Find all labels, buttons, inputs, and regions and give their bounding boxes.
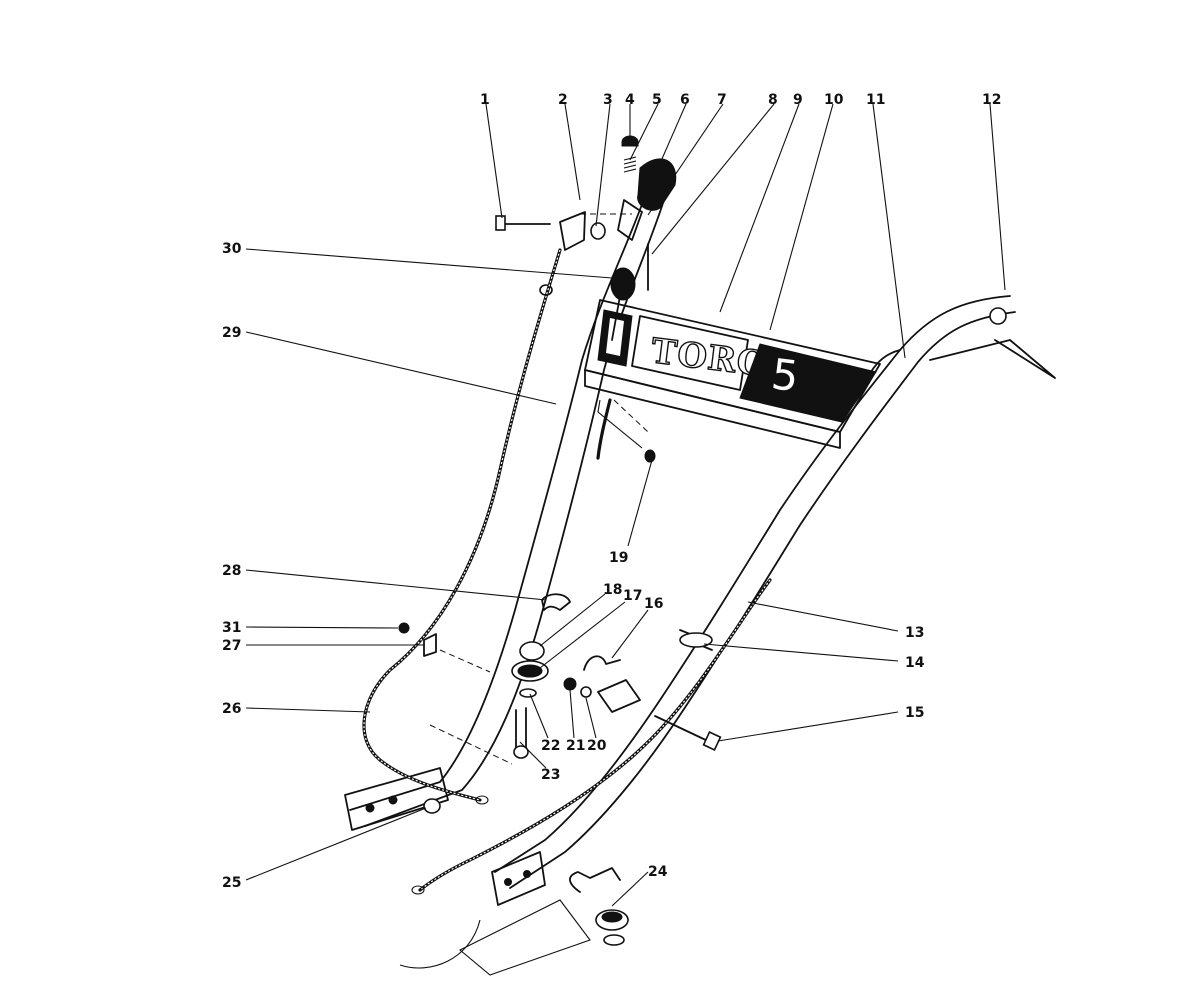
callout-29: 29 bbox=[222, 325, 241, 341]
callout-20: 20 bbox=[587, 738, 607, 754]
handle-frame bbox=[344, 187, 1056, 906]
callout-31: 31 bbox=[222, 620, 241, 636]
lower-parts bbox=[398, 213, 722, 976]
callout-11: 11 bbox=[866, 92, 885, 108]
control-cables bbox=[362, 248, 772, 895]
callout-4: 4 bbox=[625, 92, 635, 108]
leader-lines bbox=[245, 103, 1006, 907]
callout-27: 27 bbox=[222, 638, 241, 654]
callout-18: 18 bbox=[603, 582, 622, 598]
model-number-text: 5 bbox=[769, 349, 802, 401]
callout-7: 7 bbox=[717, 92, 727, 108]
callout-numbers: 1 2 3 4 5 6 7 8 9 10 11 12 13 14 15 16 1… bbox=[222, 92, 1001, 891]
callout-8: 8 bbox=[768, 92, 778, 108]
callout-24: 24 bbox=[648, 864, 668, 880]
callout-12: 12 bbox=[982, 92, 1001, 108]
callout-17: 17 bbox=[623, 588, 642, 604]
callout-16: 16 bbox=[644, 596, 663, 612]
callout-2: 2 bbox=[558, 92, 568, 108]
callout-15: 15 bbox=[905, 705, 924, 721]
callout-1: 1 bbox=[480, 92, 490, 108]
callout-19: 19 bbox=[609, 550, 628, 566]
callout-28: 28 bbox=[222, 563, 241, 579]
callout-30: 30 bbox=[222, 241, 242, 257]
upper-controls bbox=[495, 135, 677, 341]
callout-9: 9 bbox=[793, 92, 803, 108]
callout-3: 3 bbox=[603, 92, 613, 108]
control-panel: TORO 5 bbox=[584, 299, 881, 463]
callout-21: 21 bbox=[566, 738, 585, 754]
callout-13: 13 bbox=[905, 625, 924, 641]
callout-23: 23 bbox=[541, 767, 560, 783]
callout-22: 22 bbox=[541, 738, 560, 754]
callout-10: 10 bbox=[824, 92, 844, 108]
callout-6: 6 bbox=[680, 92, 690, 108]
callout-14: 14 bbox=[905, 655, 925, 671]
callout-25: 25 bbox=[222, 875, 241, 891]
callout-26: 26 bbox=[222, 701, 241, 717]
callout-5: 5 bbox=[652, 92, 662, 108]
